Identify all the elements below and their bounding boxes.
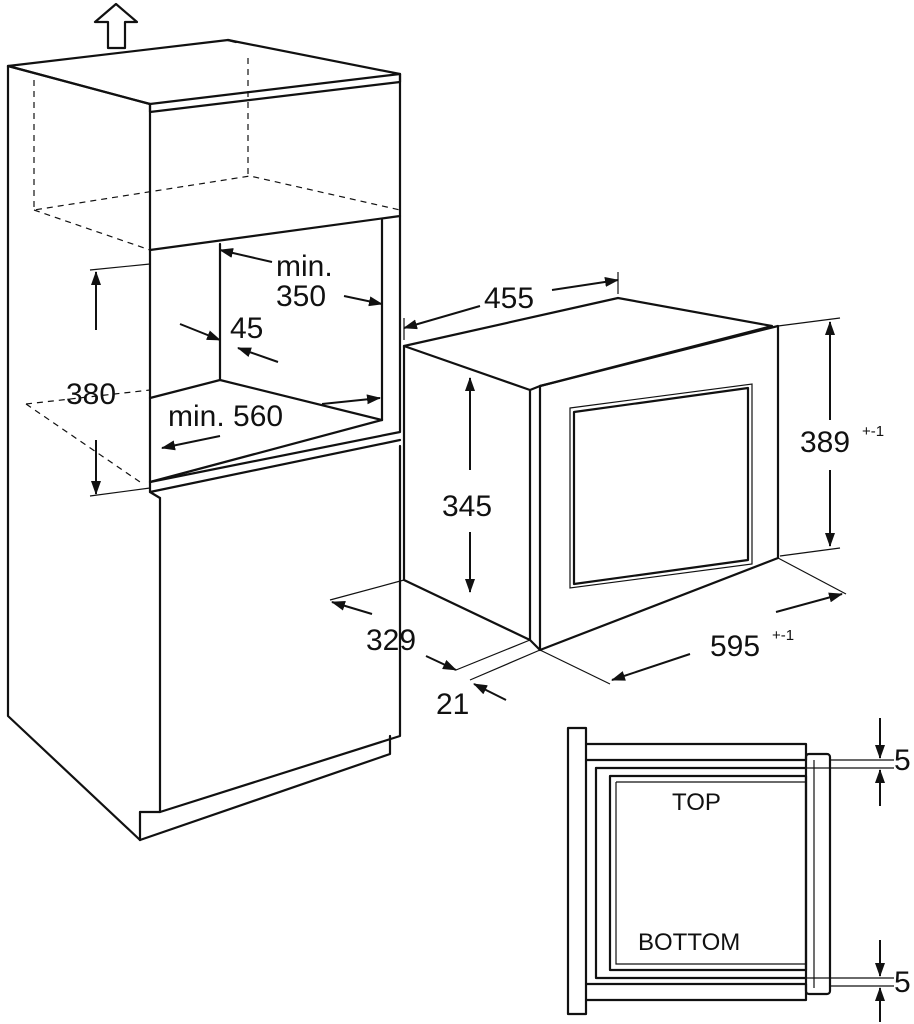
oven-depth-value: 455	[484, 282, 534, 315]
oven-width-tolerance: +-1	[772, 627, 794, 644]
oven-height-value: 389	[800, 426, 850, 459]
body-depth-value: 329	[366, 624, 416, 657]
oven-drawing	[329, 272, 847, 701]
detail-top-gap-value: 5	[894, 744, 911, 777]
oven-height-tolerance: +-1	[862, 423, 884, 440]
niche-height-value: 380	[66, 378, 116, 411]
detail-bottom-gap-value: 5	[894, 966, 911, 999]
min-depth-label: min.	[276, 250, 333, 283]
detail-bottom-label: BOTTOM	[638, 929, 740, 956]
front-thickness-value: 21	[436, 688, 469, 721]
oven-width-value: 595	[710, 630, 760, 663]
cabinet-drawing	[6, 2, 402, 842]
inner-height-value: 345	[442, 490, 492, 523]
niche-min-width-value: min. 560	[168, 400, 283, 433]
mounting-detail-drawing	[566, 718, 894, 1022]
gap-value: 45	[230, 312, 263, 345]
detail-top-label: TOP	[672, 789, 721, 816]
ventilation-up-arrow-icon	[93, 2, 139, 50]
min-depth-value: 350	[276, 280, 326, 313]
